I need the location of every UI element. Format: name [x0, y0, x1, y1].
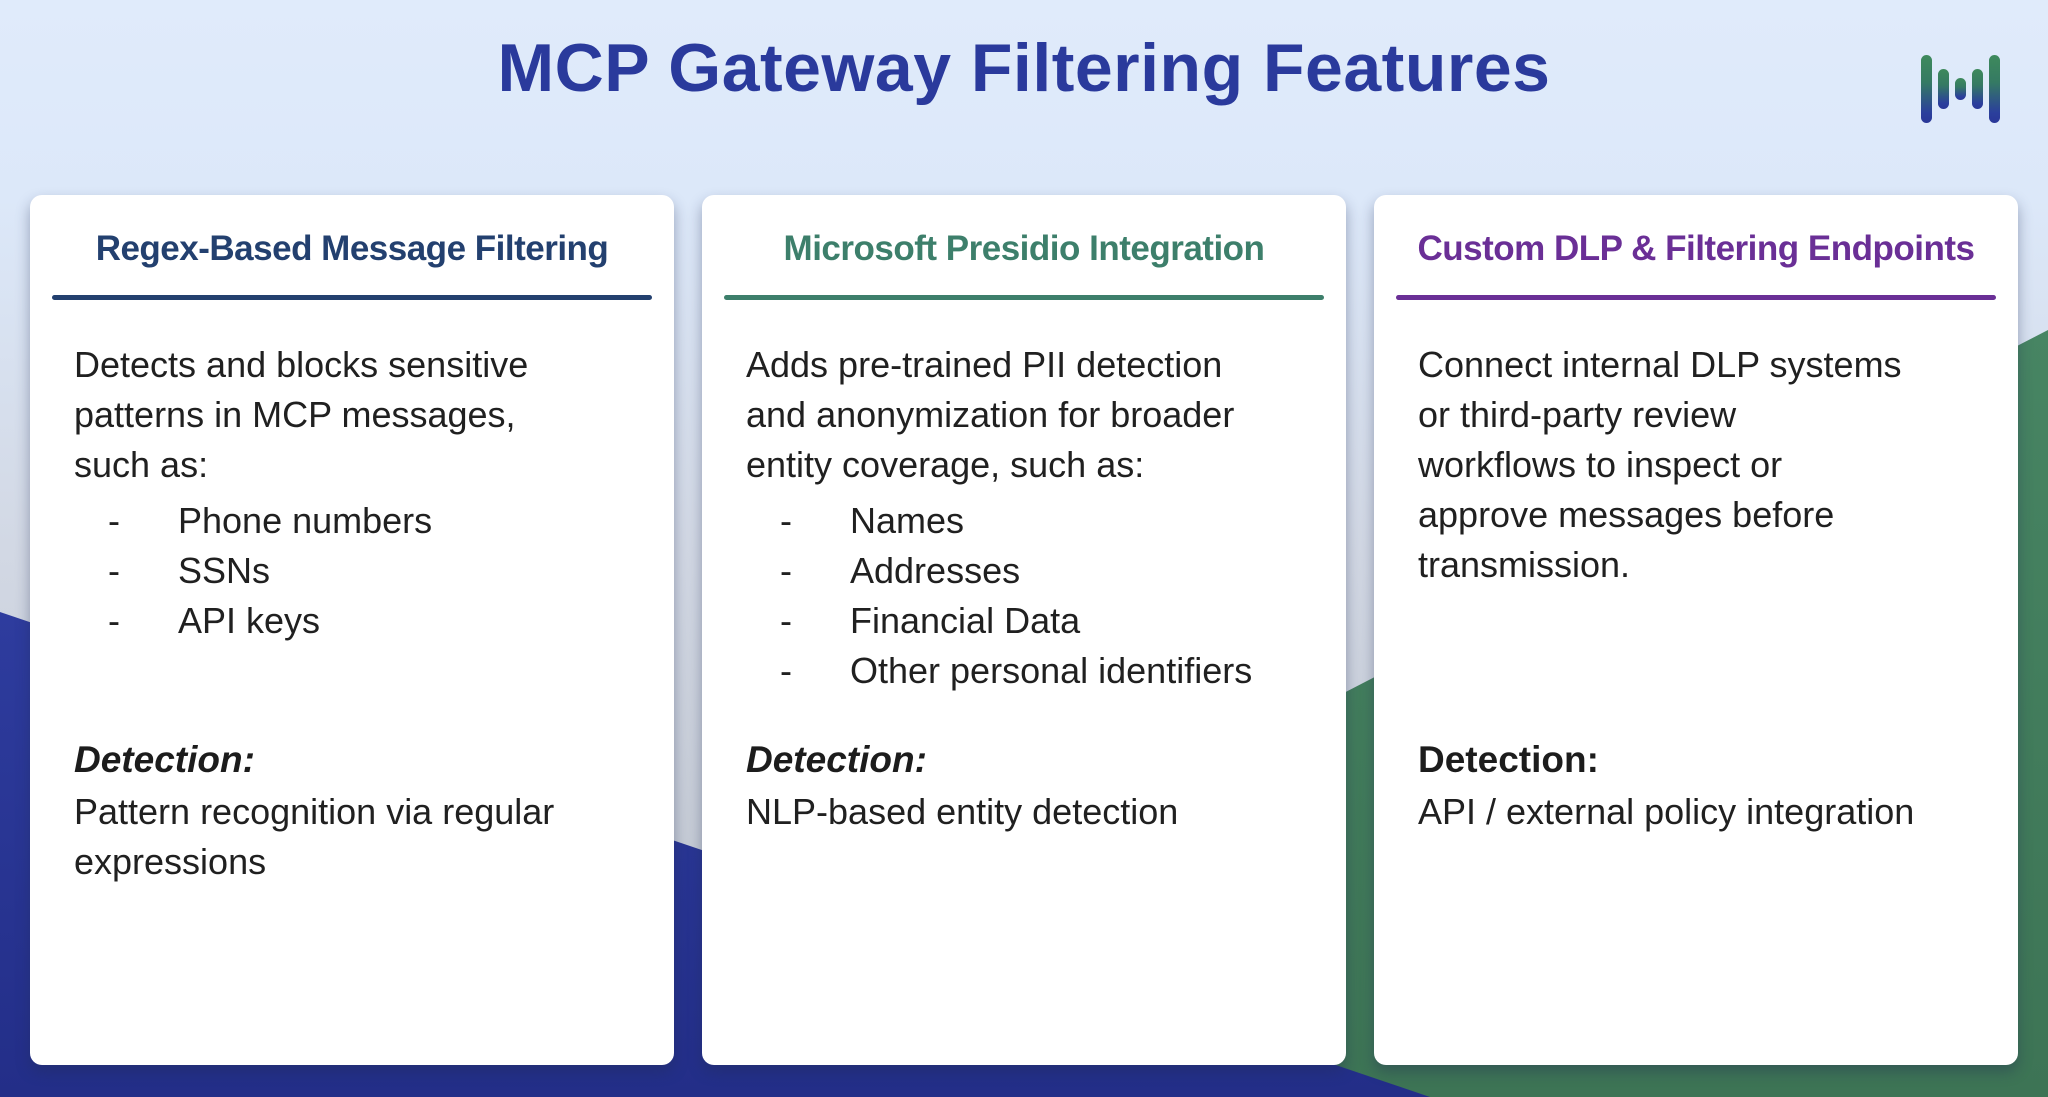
bullet-item: - Addresses — [746, 546, 1316, 596]
bullet-text: Names — [850, 500, 965, 541]
card-regex-based-message-filtering: Regex-Based Message Filtering Detects an… — [30, 195, 674, 1065]
bullet-item: - Phone numbers — [74, 496, 644, 546]
feature-cards-row: Regex-Based Message Filtering Detects an… — [30, 195, 2018, 1065]
detection-text: Pattern recognition via regular expressi… — [74, 791, 555, 882]
bullet-text: SSNs — [178, 550, 271, 591]
detection-text: NLP-based entity detection — [746, 791, 1179, 832]
detection-text: API / external policy integration — [1418, 791, 1915, 832]
card-custom-dlp-filtering-endpoints: Custom DLP & Filtering Endpoints Connect… — [1374, 195, 2018, 1065]
card-title: Microsoft Presidio Integration — [783, 229, 1265, 268]
bullet-dash: - — [108, 600, 120, 641]
card-description: Adds pre-trained PII detection and anony… — [746, 344, 1235, 485]
page-title: MCP Gateway Filtering Features — [497, 30, 1551, 106]
detection-label: Detection: — [1418, 739, 1599, 780]
logo-bar — [1972, 69, 1983, 109]
title-underline — [1396, 295, 1996, 300]
bullet-dash: - — [780, 550, 792, 591]
logo-bar — [1989, 55, 2000, 123]
bullet-dash: - — [780, 650, 792, 691]
bullet-text: Phone numbers — [178, 500, 433, 541]
bullet-text: API keys — [178, 600, 321, 641]
detection-label: Detection: — [74, 739, 255, 780]
bullet-dash: - — [108, 500, 120, 541]
bullet-item: - SSNs — [74, 546, 644, 596]
logo-bar — [1921, 55, 1932, 123]
detection-section: Detection: Pattern recognition via regul… — [74, 735, 666, 887]
card-microsoft-presidio-integration: Microsoft Presidio Integration Adds pre-… — [702, 195, 1346, 1065]
logo-bar — [1955, 78, 1966, 100]
detection-label: Detection: — [746, 739, 927, 780]
bullet-item: - Other personal identifiers — [746, 646, 1316, 696]
title-underline — [724, 295, 1324, 300]
bullet-dash: - — [108, 550, 120, 591]
bullet-item: - API keys — [74, 596, 644, 646]
bullet-list: - Phone numbers - SSNs - API keys — [74, 496, 644, 646]
card-description: Connect internal DLP systems or third-pa… — [1418, 344, 1902, 585]
bullet-text: Addresses — [850, 550, 1021, 591]
bullet-dash: - — [780, 600, 792, 641]
card-description: Detects and blocks sensitive patterns in… — [74, 344, 529, 485]
detection-section: Detection: API / external policy integra… — [1418, 735, 2010, 837]
title-underline — [52, 295, 652, 300]
bullet-item: - Names — [746, 496, 1316, 546]
detection-section: Detection: NLP-based entity detection — [746, 735, 1338, 837]
bullet-item: - Financial Data — [746, 596, 1316, 646]
card-title: Custom DLP & Filtering Endpoints — [1417, 229, 1975, 268]
bullet-text: Other personal identifiers — [850, 650, 1253, 691]
logo-bar — [1938, 69, 1949, 109]
card-title: Regex-Based Message Filtering — [95, 229, 609, 268]
bullet-dash: - — [780, 500, 792, 541]
bullet-list: - Names - Addresses - Financial Data - Other pe… — [746, 496, 1316, 696]
soundwave-logo-icon — [1921, 55, 2000, 123]
bullet-text: Financial Data — [850, 600, 1081, 641]
